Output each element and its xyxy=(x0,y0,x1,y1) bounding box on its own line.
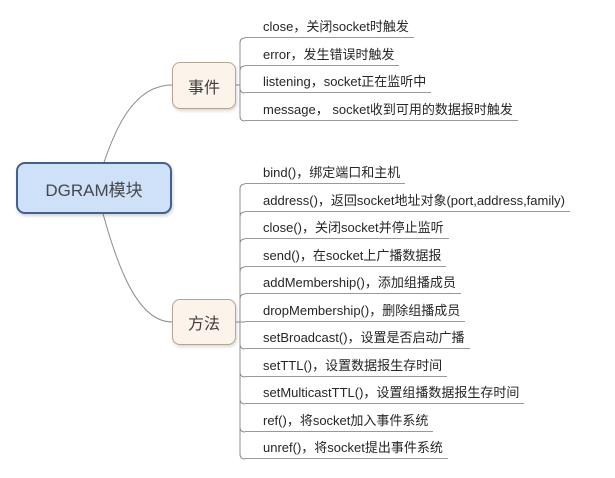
branch-node-events[interactable]: 事件 xyxy=(172,62,236,109)
leaf-item[interactable]: setMulticastTTL()，设置组播数据报生存时间 xyxy=(245,383,525,404)
leaf-item[interactable]: listening，socket正在监听中 xyxy=(245,72,432,93)
leaf-item[interactable]: ref()，将socket加入事件系统 xyxy=(245,411,434,432)
leaf-item[interactable]: address()，返回socket地址对象(port,address,fami… xyxy=(245,191,570,212)
leaf-item[interactable]: send()，在socket上广播数据报 xyxy=(245,246,447,267)
leaf-item[interactable]: addMembership()，添加组播成员 xyxy=(245,273,461,294)
leaf-item[interactable]: dropMembership()，删除组播成员 xyxy=(245,301,466,322)
leaf-item[interactable]: unref()，将socket提出事件系统 xyxy=(245,438,448,459)
leaf-item[interactable]: close，关闭socket时触发 xyxy=(245,17,414,38)
leaf-item[interactable]: error，发生错误时触发 xyxy=(245,45,400,66)
leaf-item[interactable]: bind()，绑定端口和主机 xyxy=(245,163,406,184)
leaf-item[interactable]: setTTL()，设置数据报生存时间 xyxy=(245,356,448,377)
leaf-item[interactable]: close()，关闭socket并停止监听 xyxy=(245,218,449,239)
leaf-item[interactable]: setBroadcast()，设置是否启动广播 xyxy=(245,328,470,349)
leaf-item[interactable]: message， socket收到可用的数据报时触发 xyxy=(245,100,518,121)
branch-node-methods[interactable]: 方法 xyxy=(172,299,236,345)
root-node-dgram[interactable]: DGRAM模块 xyxy=(16,162,172,214)
